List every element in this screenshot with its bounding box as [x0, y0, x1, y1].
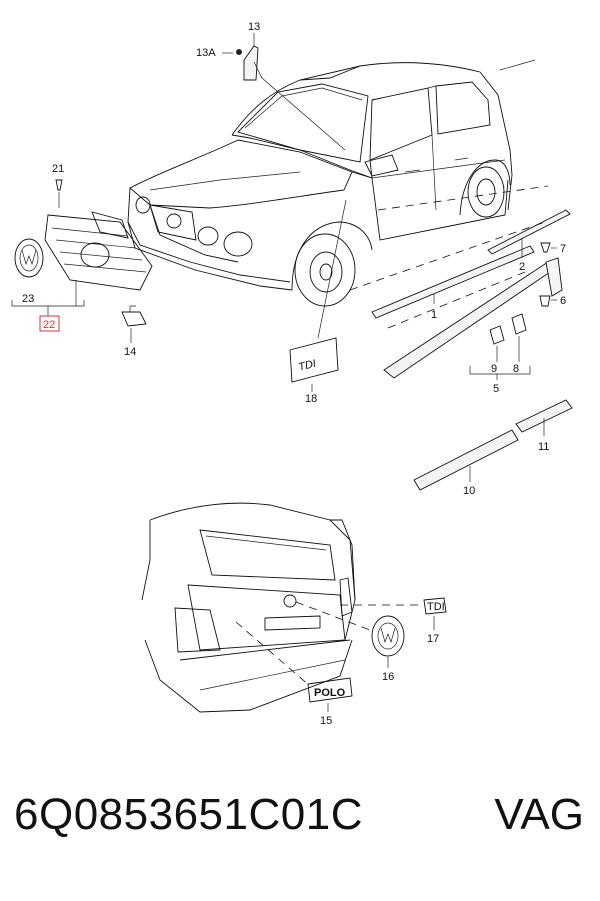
rear-badge-text: POLO	[314, 687, 346, 699]
rear-small-badge-text: TDI	[427, 601, 445, 613]
callout-10: 10	[463, 485, 475, 497]
callout-7: 7	[560, 243, 566, 255]
callout-23: 23	[22, 293, 34, 305]
callout-11: 11	[538, 441, 549, 453]
callout-9: 9	[491, 363, 497, 375]
brand-label: VAG	[494, 790, 584, 839]
sill-strip	[383, 257, 563, 379]
callout-6: 6	[560, 295, 566, 307]
part-8-clip	[511, 313, 527, 362]
callout-13: 13	[248, 21, 260, 33]
callout-5: 5	[493, 383, 499, 395]
callout-13a: 13A	[196, 47, 216, 59]
callout-1: 1	[431, 309, 437, 321]
rear-car-drawing	[141, 502, 356, 713]
part-6-clip	[539, 295, 557, 307]
part-22-grille	[44, 211, 153, 291]
part-11-decal	[515, 399, 573, 436]
part-1-molding	[371, 245, 535, 319]
callout-8: 8	[513, 363, 519, 375]
part-23-emblem	[14, 238, 44, 278]
part-14-clip	[121, 305, 147, 327]
part-21-screw	[55, 179, 63, 208]
part-number: 6Q0853651C01C	[14, 790, 363, 839]
part-7-screw	[540, 242, 557, 253]
part-18-badge: TDI	[289, 199, 347, 383]
part-16-emblem	[295, 601, 405, 657]
callout-17: 17	[427, 633, 439, 645]
callout-16: 16	[382, 671, 394, 683]
callout-2: 2	[519, 261, 525, 273]
parts-diagram: TDI	[11, 21, 573, 727]
callout-21: 21	[52, 163, 64, 175]
front-car-drawing	[127, 59, 536, 307]
callout-18: 18	[305, 393, 317, 405]
callout-22-box: 22	[39, 315, 60, 332]
front-badge-text: TDI	[297, 358, 317, 374]
footer: 6Q0853651C01C VAG	[0, 790, 600, 870]
part-13-trim	[236, 45, 346, 151]
part-9-clip	[489, 325, 505, 362]
callout-14: 14	[124, 346, 136, 358]
callout-15: 15	[320, 715, 332, 727]
part-15-badge: POLO	[235, 621, 353, 703]
callout-22: 22	[43, 319, 55, 331]
part-17-badge: TDI	[340, 597, 447, 615]
part-10-decal	[413, 429, 519, 491]
